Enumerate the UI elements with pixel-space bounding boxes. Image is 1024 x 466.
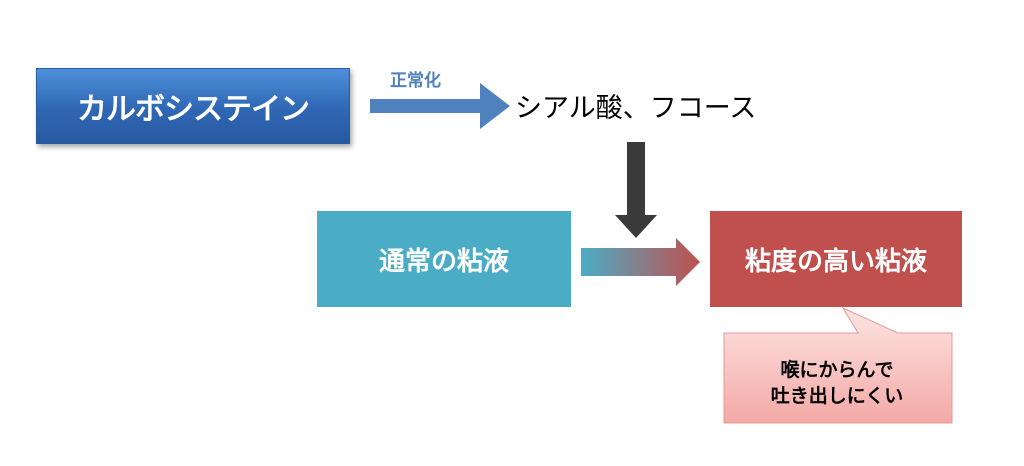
callout-line-2: 吐き出しにくい <box>770 385 904 407</box>
callout-bubble <box>723 306 953 424</box>
normalize-label: 正常化 <box>390 71 441 91</box>
carbocysteine-box: カルボシステイン <box>36 68 350 144</box>
viscous-mucus-box: 粘度の高い粘液 <box>710 211 962 307</box>
sialic-fucose-label: シアル酸、フコース <box>515 93 757 124</box>
mucus-transition-arrow <box>581 238 700 286</box>
callout-text: 喉にからんで 吐き出しにくい <box>722 347 952 421</box>
down-arrow <box>615 142 657 238</box>
normal-mucus-label: 通常の粘液 <box>378 246 509 277</box>
viscous-mucus-label: 粘度の高い粘液 <box>744 246 927 277</box>
normal-mucus-box: 通常の粘液 <box>317 211 571 307</box>
callout-line-1: 喉にからんで <box>780 359 894 382</box>
carbocysteine-label: カルボシステイン <box>77 92 310 127</box>
normalize-arrow <box>370 83 510 129</box>
